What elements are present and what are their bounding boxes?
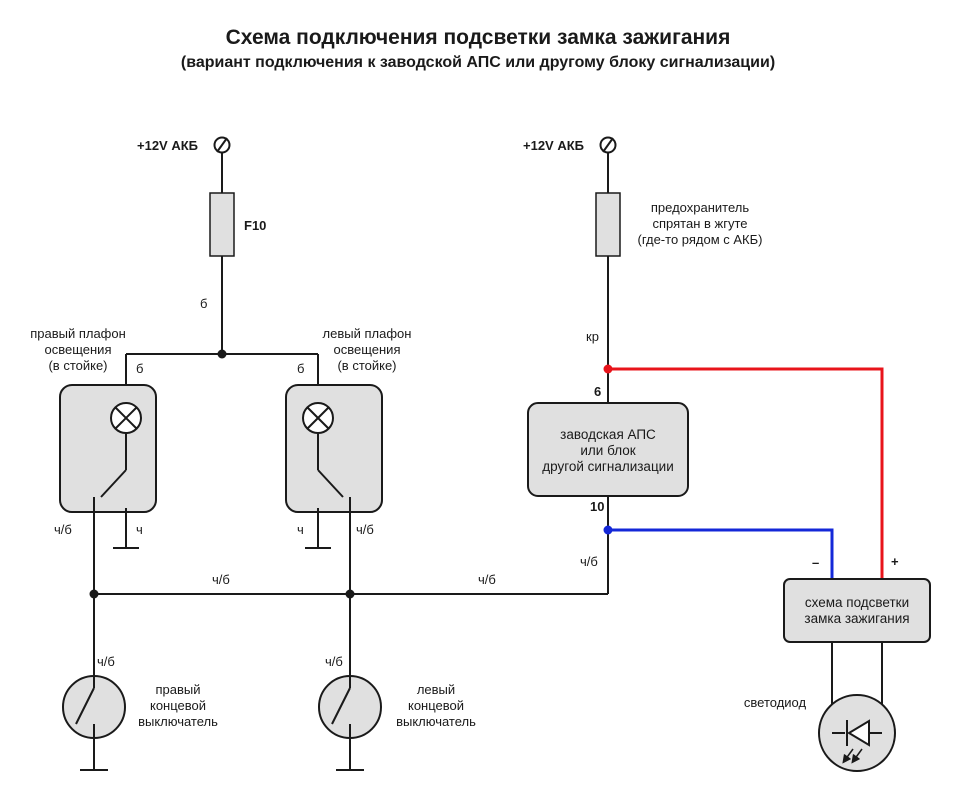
alarm-box-line-1: заводская АПС <box>560 427 656 442</box>
junction-blue <box>603 525 613 535</box>
positive-wire-red <box>608 367 884 579</box>
right-lamp-switch-contact <box>100 469 127 498</box>
left-switch-label-2: концевой <box>408 698 464 713</box>
right-lamp-wire-chb: ч/б <box>54 522 72 537</box>
right-door-switch <box>62 675 126 771</box>
led-label: светодиод <box>744 695 807 710</box>
right-switch-label-1: правый <box>155 682 200 697</box>
left-switch-label-3: выключатель <box>396 714 476 729</box>
left-power-terminal <box>213 136 231 154</box>
right-lamp-label-2: освещения <box>45 342 112 357</box>
left-lamp-label-1: левый плафон <box>323 326 412 341</box>
left-lamp-label-2: освещения <box>334 342 401 357</box>
left-ceiling-lamp <box>285 384 383 513</box>
fuse-f10 <box>209 192 235 257</box>
left-lamp-bulb-icon <box>302 402 334 434</box>
alarm-box-line-3: другой сигнализации <box>542 459 674 474</box>
fuse-note-1: предохранитель <box>651 200 749 215</box>
right-lamp-top-wire-label: б <box>136 361 143 376</box>
right-lamp-label-1: правый плафон <box>30 326 126 341</box>
diagram-subtitle: (вариант подключения к заводской АПС или… <box>181 54 775 71</box>
left-door-switch <box>318 675 382 771</box>
left-switch-label-1: левый <box>417 682 455 697</box>
module-box-line-2: замка зажигания <box>804 611 909 626</box>
left-lamp-wire-ch: ч <box>297 522 304 537</box>
module-box-line-1: схема подсветки <box>805 595 909 610</box>
wire-label-kr: кр <box>586 329 599 344</box>
right-power-label: +12V АКБ <box>523 138 584 153</box>
hidden-fuse <box>595 192 621 257</box>
left-lamp-switch-contact <box>317 469 344 498</box>
left-lamp-wire-chb: ч/б <box>356 522 374 537</box>
led-icon <box>818 694 896 772</box>
right-ceiling-lamp <box>59 384 157 513</box>
minus-label: – <box>812 555 819 570</box>
junction-top-left <box>217 349 227 359</box>
left-power-label: +12V АКБ <box>137 138 198 153</box>
left-lamp-label-3: (в стойке) <box>337 358 396 373</box>
right-lamp-label-3: (в стойке) <box>48 358 107 373</box>
left-switch-wire-label: ч/б <box>325 654 343 669</box>
alarm-pin-6: 6 <box>594 384 601 399</box>
fuse-note-3: (где-то рядом с АКБ) <box>638 232 763 247</box>
right-switch-label-2: концевой <box>150 698 206 713</box>
alarm-box-line-2: или блок <box>580 443 635 458</box>
negative-wire-blue <box>608 528 834 579</box>
wire-label-b-main: б <box>200 296 207 311</box>
alarm-pin-10: 10 <box>590 499 604 514</box>
right-switch-wire-label: ч/б <box>97 654 115 669</box>
right-lamp-bulb-icon <box>110 402 142 434</box>
right-switch-label-3: выключатель <box>138 714 218 729</box>
plus-label: + <box>891 554 899 569</box>
diagram-title: Схема подключения подсветки замка зажига… <box>226 26 731 49</box>
wire-label-chb-pin10: ч/б <box>580 554 598 569</box>
right-lamp-wire-ch: ч <box>136 522 143 537</box>
bus-wire-label-1: ч/б <box>212 572 230 587</box>
right-power-terminal <box>599 136 617 154</box>
left-lamp-top-wire-label: б <box>297 361 304 376</box>
ignition-light-module <box>783 578 931 643</box>
fuse-note-2: спрятан в жгуте <box>653 216 748 231</box>
fuse-f10-label: F10 <box>244 218 266 233</box>
junction-red <box>603 364 613 374</box>
bus-wire-label-2: ч/б <box>478 572 496 587</box>
